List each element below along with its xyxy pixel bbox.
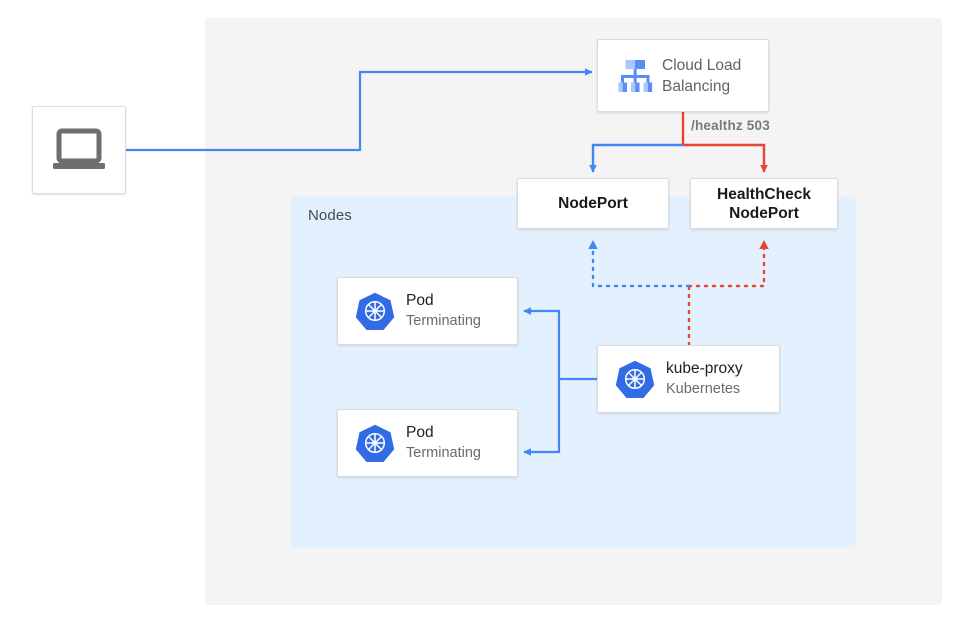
healthz-status-label: /healthz 503 (691, 118, 770, 133)
kube-proxy-card[interactable]: kube-proxy Kubernetes (597, 345, 780, 413)
healthcheck-nodeport-label: HealthCheck NodePort (717, 185, 811, 222)
kube-proxy-title: kube-proxy (666, 360, 743, 377)
client-device-card[interactable] (32, 106, 126, 194)
laptop-icon (51, 127, 107, 173)
kubernetes-icon (604, 359, 666, 399)
pod-card[interactable]: Pod Terminating (337, 277, 518, 345)
nodeport-label: NodePort (558, 195, 628, 212)
cloud-load-balancing-icon (608, 54, 662, 98)
pod-title: Pod (406, 424, 434, 441)
pod-title: Pod (406, 292, 434, 309)
pod-card[interactable]: Pod Terminating (337, 409, 518, 477)
pod-status: Terminating (406, 445, 481, 461)
cloud-load-balancing-card[interactable]: Cloud Load Balancing (597, 39, 769, 112)
cloud-load-balancing-title: Cloud Load Balancing (662, 56, 742, 95)
nodes-region-label: Nodes (308, 207, 352, 224)
kubernetes-icon (344, 423, 406, 463)
healthcheck-nodeport-card[interactable]: HealthCheck NodePort (690, 178, 838, 229)
pod-status: Terminating (406, 313, 481, 329)
kube-proxy-subtitle: Kubernetes (666, 381, 741, 397)
kubernetes-icon (344, 291, 406, 331)
nodeport-card[interactable]: NodePort (517, 178, 669, 229)
